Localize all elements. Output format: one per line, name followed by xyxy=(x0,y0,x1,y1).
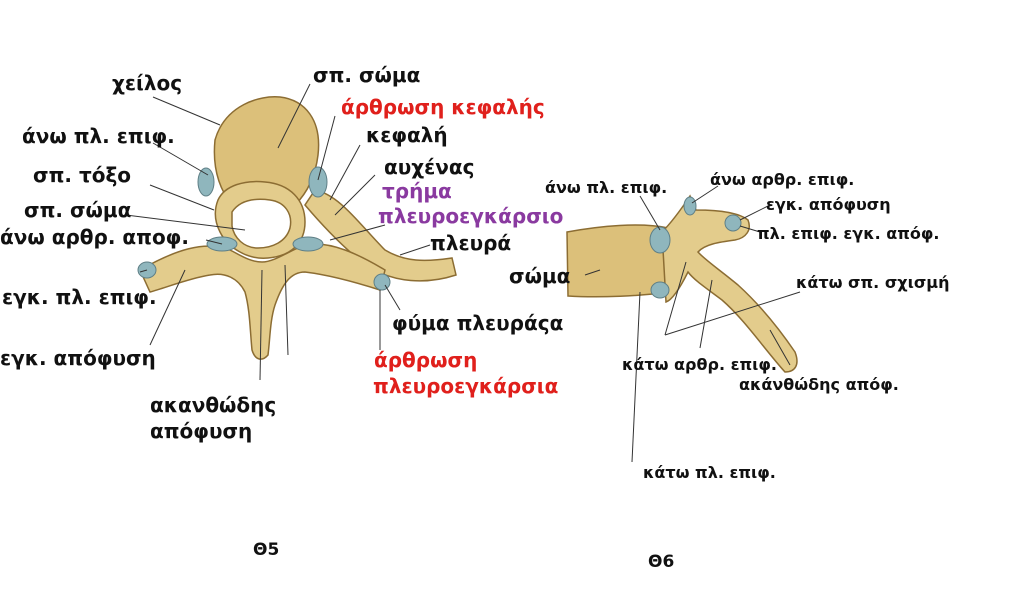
t6-upper-articular-facet xyxy=(683,196,697,216)
t6-upper-costal-facet xyxy=(649,226,671,254)
t6-label-inferior-notch: κάτω σπ. σχισμή xyxy=(796,273,950,292)
t6-label-body: σώμα xyxy=(509,264,571,288)
t6-label-transverse-process: εγκ. απόφυση xyxy=(766,195,891,214)
t5-label-transverse-process: εγκ. απόφυση xyxy=(0,346,156,370)
t5-leader-lines xyxy=(125,83,431,381)
t5-label-costotransverse-joint-1: άρθρωση xyxy=(374,348,478,372)
t6-leader-lines xyxy=(584,185,801,463)
t5-label-vertebral-arch: σπ. τόξο xyxy=(33,163,132,187)
t5-label-rib-tubercle: φύμα πλευράςα xyxy=(392,311,564,335)
t6-label-inferior-articular-facet: κάτω αρθρ. επιφ. xyxy=(622,355,777,374)
t5-vertebral-arch xyxy=(139,243,386,360)
t5-label-foramen-1: τρήμα xyxy=(382,179,452,203)
t5-label-vertebral-body-top: σπ. σώμα xyxy=(313,63,421,87)
t5-caption: Θ5 xyxy=(253,540,280,560)
t5-label-transverse-costal-facet: εγκ. πλ. επιφ. xyxy=(2,285,157,309)
t5-head-joint-facet xyxy=(308,166,328,198)
t6-caption: Θ6 xyxy=(648,552,675,572)
t5-label-neck: αυχένας xyxy=(384,155,475,179)
t6-lower-costal-facet xyxy=(650,281,670,299)
t6-label-spinous-process: ακάνθώδης απόφ. xyxy=(739,375,899,394)
t5-label-head: κεφαλή xyxy=(366,123,448,147)
t5-rib xyxy=(304,189,457,282)
t5-costotransverse-facet xyxy=(373,273,391,291)
t5-vertebra-illustration xyxy=(137,96,457,360)
t6-label-transverse-costal-facet: πλ. επιφ. εγκ. απόφ. xyxy=(757,224,940,243)
t6-pedicle-and-process xyxy=(661,194,798,373)
t6-label-upper-costal-facet: άνω πλ. επιφ. xyxy=(545,178,668,197)
t5-vertebral-foramen xyxy=(231,198,292,249)
t5-label-spinous-process-2: απόφυση xyxy=(150,419,253,443)
t5-label-foramen-2: πλευροεγκάρσιο xyxy=(378,204,564,228)
t5-upper-articular-facet-right xyxy=(292,236,324,252)
t6-vertebra-illustration xyxy=(566,194,798,373)
t6-label-upper-articular-facet: άνω αρθρ. επιφ. xyxy=(710,170,855,189)
t5-label-upper-articular-process: άνω αρθρ. αποφ. xyxy=(0,225,189,249)
t5-label-upper-costal-facet: άνω πλ. επιφ. xyxy=(22,124,175,148)
t5-label-head-joint: άρθρωση κεφαλής xyxy=(341,95,545,119)
t5-label-vertebral-body-left: σπ. σώμα xyxy=(24,198,132,222)
t6-label-lower-costal-facet: κάτω πλ. επιφ. xyxy=(643,463,776,482)
t6-transverse-costal-facet xyxy=(724,214,742,232)
t5-upper-costal-facet xyxy=(197,167,215,197)
t5-label-costotransverse-joint-2: πλευροεγκάρσια xyxy=(373,374,559,398)
t5-label-spinous-process-1: ακανθώδης xyxy=(150,393,277,417)
t5-label-lip: χείλος xyxy=(112,71,183,95)
t5-label-rib: πλευρά xyxy=(430,231,512,255)
